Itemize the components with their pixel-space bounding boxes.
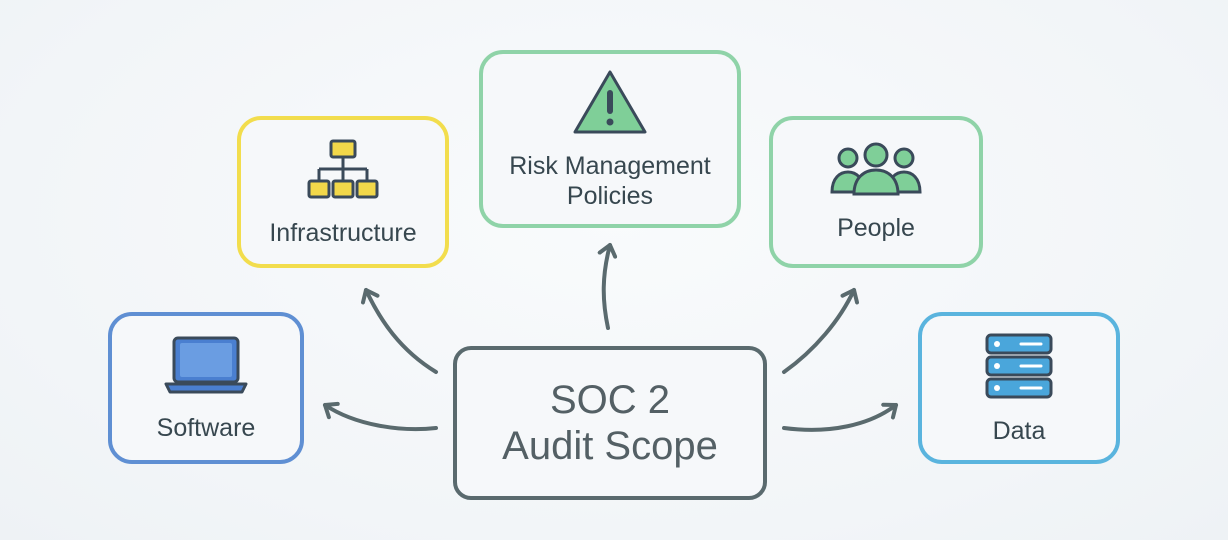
arrow-to-risk xyxy=(597,243,618,330)
center-title-line2: Audit Scope xyxy=(502,424,718,468)
risk-management-label: Risk Management Policies xyxy=(509,151,710,211)
arrow-to-software xyxy=(323,401,438,432)
arrow-to-people xyxy=(782,288,860,374)
arrow-to-infrastructure xyxy=(360,288,438,374)
warning-triangle-icon xyxy=(571,68,649,141)
laptop-icon xyxy=(162,334,250,403)
people-group-icon xyxy=(828,142,924,203)
infrastructure-label: Infrastructure xyxy=(269,218,417,247)
software-label: Software xyxy=(156,413,256,442)
network-hierarchy-icon xyxy=(305,137,381,208)
risk-management-node: Risk Management Policies xyxy=(479,50,741,228)
risk-management-label-line1: Risk Management xyxy=(509,151,711,180)
center-node: SOC 2 Audit Scope xyxy=(453,346,767,500)
server-stack-icon xyxy=(983,331,1055,406)
software-node: Software xyxy=(108,312,304,464)
risk-management-label-line2: Policies xyxy=(566,181,654,210)
arrow-to-data xyxy=(782,402,898,432)
center-title-line1: SOC 2 xyxy=(549,378,671,422)
people-label: People xyxy=(837,213,915,242)
data-node: Data xyxy=(918,312,1120,464)
people-node: People xyxy=(769,116,983,268)
infrastructure-node: Infrastructure xyxy=(237,116,449,268)
data-label: Data xyxy=(992,416,1046,445)
